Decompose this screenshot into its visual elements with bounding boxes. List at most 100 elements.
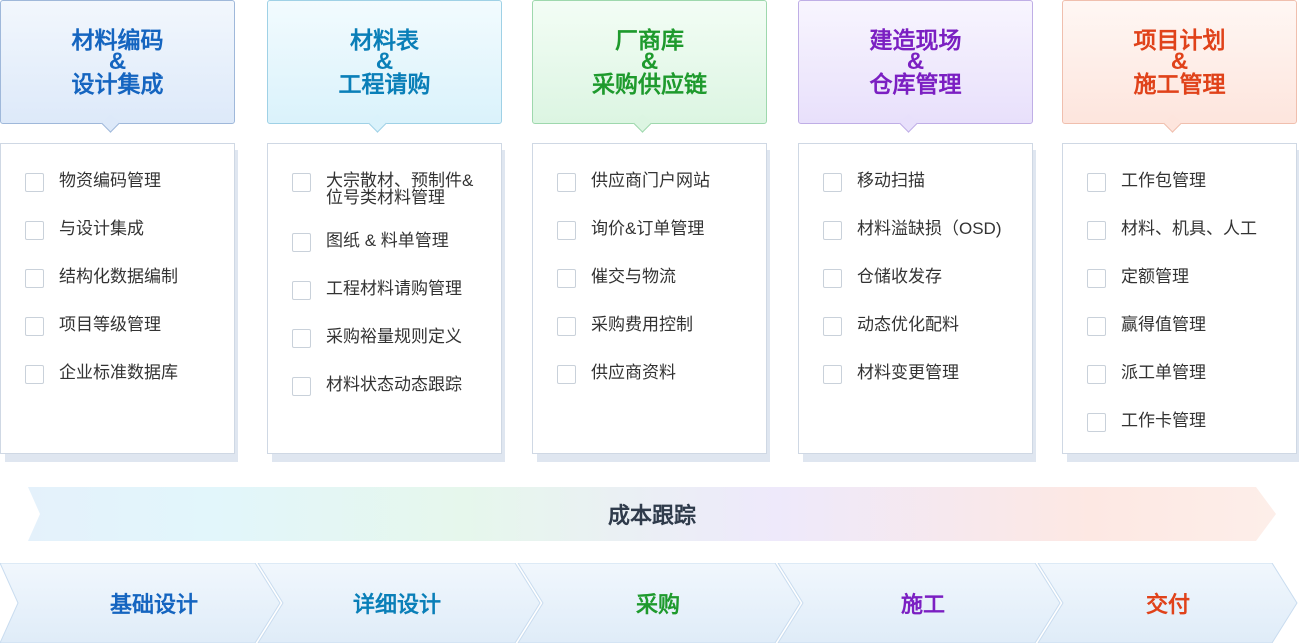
- column-header: 项目计划 & 施工管理: [1062, 0, 1297, 124]
- feature-label: 采购费用控制: [591, 315, 693, 334]
- checkbox[interactable]: [823, 269, 842, 288]
- feature-card: 物资编码管理 与设计集成 结构化数据编制 项目等级管理 企业标准数据库: [0, 143, 235, 454]
- feature-item[interactable]: 供应商门户网站: [557, 172, 766, 202]
- header-ampersand: &: [375, 48, 394, 75]
- feature-item[interactable]: 仓储收发存: [823, 268, 1032, 298]
- stage-delivery[interactable]: 交付: [1145, 592, 1190, 617]
- column-header: 材料编码 & 设计集成: [0, 0, 235, 124]
- feature-label: 供应商资料: [591, 363, 676, 382]
- checkbox[interactable]: [25, 173, 44, 192]
- feature-item[interactable]: 工作卡管理: [1087, 412, 1296, 442]
- feature-item[interactable]: 催交与物流: [557, 268, 766, 298]
- header-ampersand: &: [1170, 48, 1189, 75]
- checkbox[interactable]: [25, 221, 44, 240]
- feature-item[interactable]: 结构化数据编制: [25, 268, 234, 298]
- feature-item[interactable]: 供应商资料: [557, 364, 766, 394]
- checkbox[interactable]: [25, 317, 44, 336]
- stage-chevron-4: [777, 563, 1061, 643]
- cost-tracking-arrow: [28, 487, 1276, 541]
- checkbox[interactable]: [25, 269, 44, 288]
- feature-item[interactable]: 赢得值管理: [1087, 316, 1296, 346]
- feature-label: 供应商门户网站: [591, 171, 710, 190]
- feature-item[interactable]: 采购费用控制: [557, 316, 766, 346]
- feature-item[interactable]: 材料、机具、人工: [1087, 220, 1296, 250]
- checkbox[interactable]: [823, 173, 842, 192]
- feature-item[interactable]: 材料变更管理: [823, 364, 1032, 394]
- column-construction-site: 建造现场 & 仓库管理 移动扫描 材料溢缺损（OSD) 仓储收发存 动态优化配料…: [798, 0, 1036, 462]
- feature-label: 企业标准数据库: [59, 363, 178, 382]
- checkbox[interactable]: [292, 233, 311, 252]
- feature-label: 项目等级管理: [59, 315, 161, 334]
- checkbox[interactable]: [292, 329, 311, 348]
- feature-label: 派工单管理: [1121, 363, 1206, 382]
- checkbox[interactable]: [823, 365, 842, 384]
- stage-chevron-5: [1037, 563, 1298, 643]
- checkbox[interactable]: [292, 281, 311, 300]
- column-material-coding: 材料编码 & 设计集成 物资编码管理 与设计集成 结构化数据编制 项目等级管理 …: [0, 0, 238, 462]
- feature-label: 结构化数据编制: [59, 267, 178, 286]
- feature-item[interactable]: 动态优化配料: [823, 316, 1032, 346]
- checkbox[interactable]: [1087, 221, 1106, 240]
- checkbox[interactable]: [557, 317, 576, 336]
- checkbox[interactable]: [557, 365, 576, 384]
- feature-label: 询价&订单管理: [591, 219, 705, 238]
- feature-label: 大宗散材、预制件&位号类材料管理: [326, 171, 474, 207]
- checkbox[interactable]: [292, 377, 311, 396]
- feature-card: 供应商门户网站 询价&订单管理 催交与物流 采购费用控制 供应商资料: [532, 143, 767, 454]
- feature-item[interactable]: 材料溢缺损（OSD): [823, 220, 1032, 250]
- header-title-line1: 建造现场: [869, 27, 962, 53]
- checkbox[interactable]: [557, 221, 576, 240]
- feature-item[interactable]: 定额管理: [1087, 268, 1296, 298]
- feature-label: 图纸 & 料单管理: [326, 231, 449, 250]
- column-header: 厂商库 & 采购供应链: [532, 0, 767, 124]
- checkbox[interactable]: [823, 317, 842, 336]
- header-ampersand: &: [906, 48, 925, 75]
- checkbox[interactable]: [1087, 269, 1106, 288]
- feature-item[interactable]: 采购裕量规则定义: [292, 328, 501, 358]
- checkbox[interactable]: [557, 269, 576, 288]
- stage-construction[interactable]: 施工: [900, 592, 945, 617]
- stage-chevron-2: [257, 563, 541, 643]
- feature-item[interactable]: 大宗散材、预制件&位号类材料管理: [292, 172, 501, 206]
- stage-procurement[interactable]: 采购: [635, 592, 680, 617]
- feature-label: 材料、机具、人工: [1121, 219, 1257, 238]
- feature-item[interactable]: 工程材料请购管理: [292, 280, 501, 310]
- feature-label: 工作卡管理: [1121, 411, 1206, 430]
- feature-label: 材料溢缺损（OSD): [857, 219, 1002, 238]
- column-header: 建造现场 & 仓库管理: [798, 0, 1033, 124]
- checkbox[interactable]: [823, 221, 842, 240]
- feature-item[interactable]: 工作包管理: [1087, 172, 1296, 202]
- feature-label: 催交与物流: [591, 267, 676, 286]
- stage-basic-design[interactable]: 基础设计: [109, 592, 198, 617]
- feature-label: 采购裕量规则定义: [326, 327, 462, 346]
- checkbox[interactable]: [25, 365, 44, 384]
- header-title-line1: 材料编码: [71, 27, 164, 53]
- cost-tracking-label: 成本跟踪: [607, 503, 696, 528]
- feature-label: 物资编码管理: [59, 171, 161, 190]
- feature-item[interactable]: 询价&订单管理: [557, 220, 766, 250]
- header-title-line1: 材料表: [350, 27, 419, 53]
- cost-tracking-banner: 成本跟踪: [28, 487, 1276, 541]
- stage-chevrons: [0, 563, 1298, 643]
- checkbox[interactable]: [1087, 173, 1106, 192]
- feature-item[interactable]: 派工单管理: [1087, 364, 1296, 394]
- feature-label: 工程材料请购管理: [326, 279, 462, 298]
- checkbox[interactable]: [1087, 365, 1106, 384]
- feature-item[interactable]: 企业标准数据库: [25, 364, 234, 394]
- checkbox[interactable]: [1087, 317, 1106, 336]
- checkbox[interactable]: [1087, 413, 1106, 432]
- stage-detailed-design[interactable]: 详细设计: [352, 592, 441, 617]
- feature-item[interactable]: 图纸 & 料单管理: [292, 232, 501, 262]
- stage-chevron-3: [517, 563, 801, 643]
- feature-item[interactable]: 物资编码管理: [25, 172, 234, 202]
- checkbox[interactable]: [292, 173, 311, 192]
- feature-label: 赢得值管理: [1121, 315, 1206, 334]
- header-title-line2: 工程请购: [338, 71, 431, 97]
- feature-label: 动态优化配料: [857, 315, 959, 334]
- feature-item[interactable]: 移动扫描: [823, 172, 1032, 202]
- feature-item[interactable]: 项目等级管理: [25, 316, 234, 346]
- feature-item[interactable]: 材料状态动态跟踪: [292, 376, 501, 406]
- feature-item[interactable]: 与设计集成: [25, 220, 234, 250]
- header-ampersand: &: [640, 48, 659, 75]
- checkbox[interactable]: [557, 173, 576, 192]
